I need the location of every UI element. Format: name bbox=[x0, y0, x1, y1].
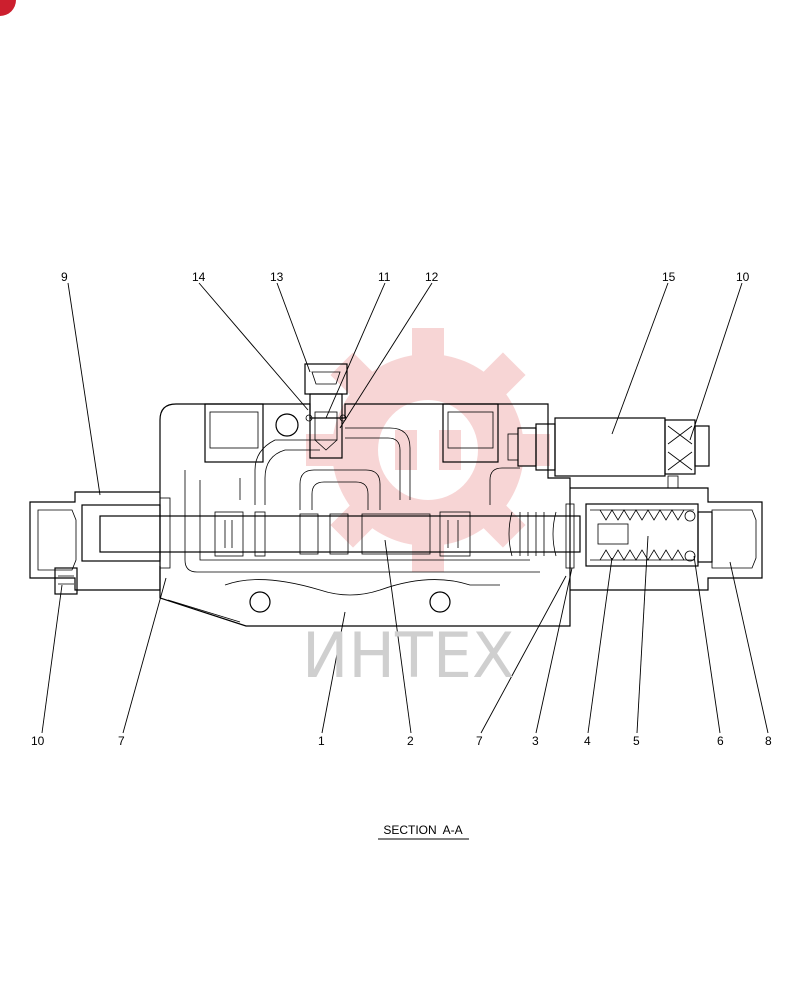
left-end-cap bbox=[29, 491, 171, 595]
upper-right-port bbox=[442, 403, 499, 463]
spool bbox=[99, 511, 581, 557]
left-plug-10 bbox=[54, 567, 78, 595]
corner-badge bbox=[0, 0, 16, 16]
upper-left-port bbox=[204, 403, 264, 463]
right-end-cap bbox=[565, 487, 763, 591]
watermark-text: ИНТЕХ bbox=[302, 619, 515, 692]
callout-14: 14 bbox=[192, 270, 206, 284]
solenoid bbox=[507, 417, 710, 489]
solenoid-coil-end bbox=[664, 419, 696, 475]
callout-12: 12 bbox=[425, 270, 439, 284]
callout-10-top: 10 bbox=[736, 270, 750, 284]
valve-body bbox=[159, 403, 571, 627]
section-caption: SECTION A-A bbox=[383, 823, 462, 837]
spool-stopper bbox=[597, 523, 629, 545]
leader-lines bbox=[41, 282, 769, 734]
solenoid-body bbox=[554, 417, 666, 477]
callout-13: 13 bbox=[270, 270, 284, 284]
callout-7-left: 7 bbox=[118, 734, 125, 748]
spring-housing bbox=[585, 503, 699, 567]
callout-4: 4 bbox=[584, 734, 591, 748]
watermark-gear bbox=[306, 328, 550, 572]
callout-8: 8 bbox=[765, 734, 772, 748]
check-valve bbox=[304, 363, 348, 459]
mount-hole-right bbox=[429, 591, 451, 613]
callout-3: 3 bbox=[532, 734, 539, 748]
mount-hole-top bbox=[275, 413, 299, 437]
callout-6: 6 bbox=[717, 734, 724, 748]
callout-2: 2 bbox=[407, 734, 414, 748]
callout-1: 1 bbox=[318, 734, 325, 748]
solenoid-connector bbox=[694, 425, 710, 467]
callout-15: 15 bbox=[662, 270, 676, 284]
callout-9: 9 bbox=[61, 270, 68, 284]
callout-11: 11 bbox=[378, 270, 391, 284]
callout-10-bottom: 10 bbox=[31, 734, 45, 748]
mount-hole-left bbox=[249, 591, 271, 613]
check-poppet bbox=[314, 411, 338, 441]
callout-7-right: 7 bbox=[476, 734, 483, 748]
spool-shaft bbox=[99, 515, 581, 553]
callout-5: 5 bbox=[633, 734, 640, 748]
